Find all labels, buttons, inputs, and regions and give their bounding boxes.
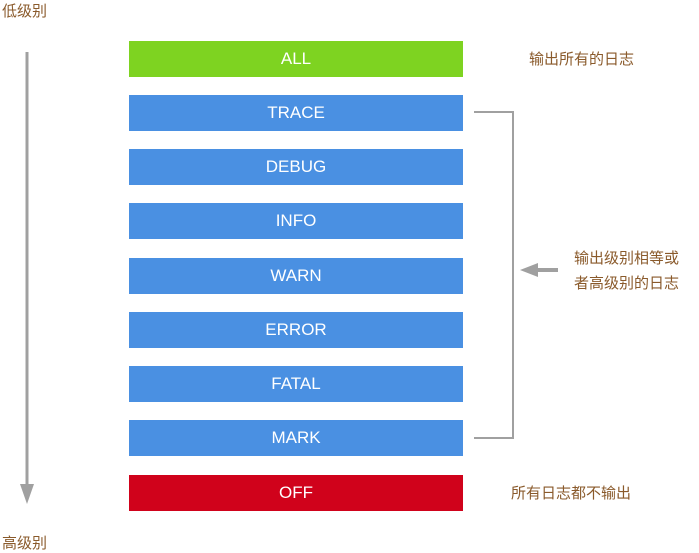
level-bar-debug: DEBUG bbox=[129, 149, 463, 185]
level-bar-fatal: FATAL bbox=[129, 366, 463, 402]
annotation-range-line1: 输出级别相等或 bbox=[574, 249, 680, 267]
annotation-range-line2: 者高级别的日志 bbox=[574, 274, 680, 292]
high-level-label: 高级别 bbox=[2, 534, 48, 552]
range-bracket bbox=[474, 111, 514, 439]
level-bar-info: INFO bbox=[129, 203, 463, 239]
level-bar-trace: TRACE bbox=[129, 95, 463, 131]
bracket-pointer-arrow bbox=[520, 263, 558, 277]
annotation-off: 所有日志都不输出 bbox=[511, 484, 632, 502]
level-bar-error: ERROR bbox=[129, 312, 463, 348]
level-bar-mark: MARK bbox=[129, 420, 463, 456]
low-level-label: 低级别 bbox=[2, 2, 48, 20]
level-direction-arrow bbox=[20, 52, 34, 504]
level-bar-off: OFF bbox=[129, 475, 463, 511]
annotation-all: 输出所有的日志 bbox=[529, 50, 635, 68]
level-bar-all: ALL bbox=[129, 41, 463, 77]
level-bar-warn: WARN bbox=[129, 258, 463, 294]
